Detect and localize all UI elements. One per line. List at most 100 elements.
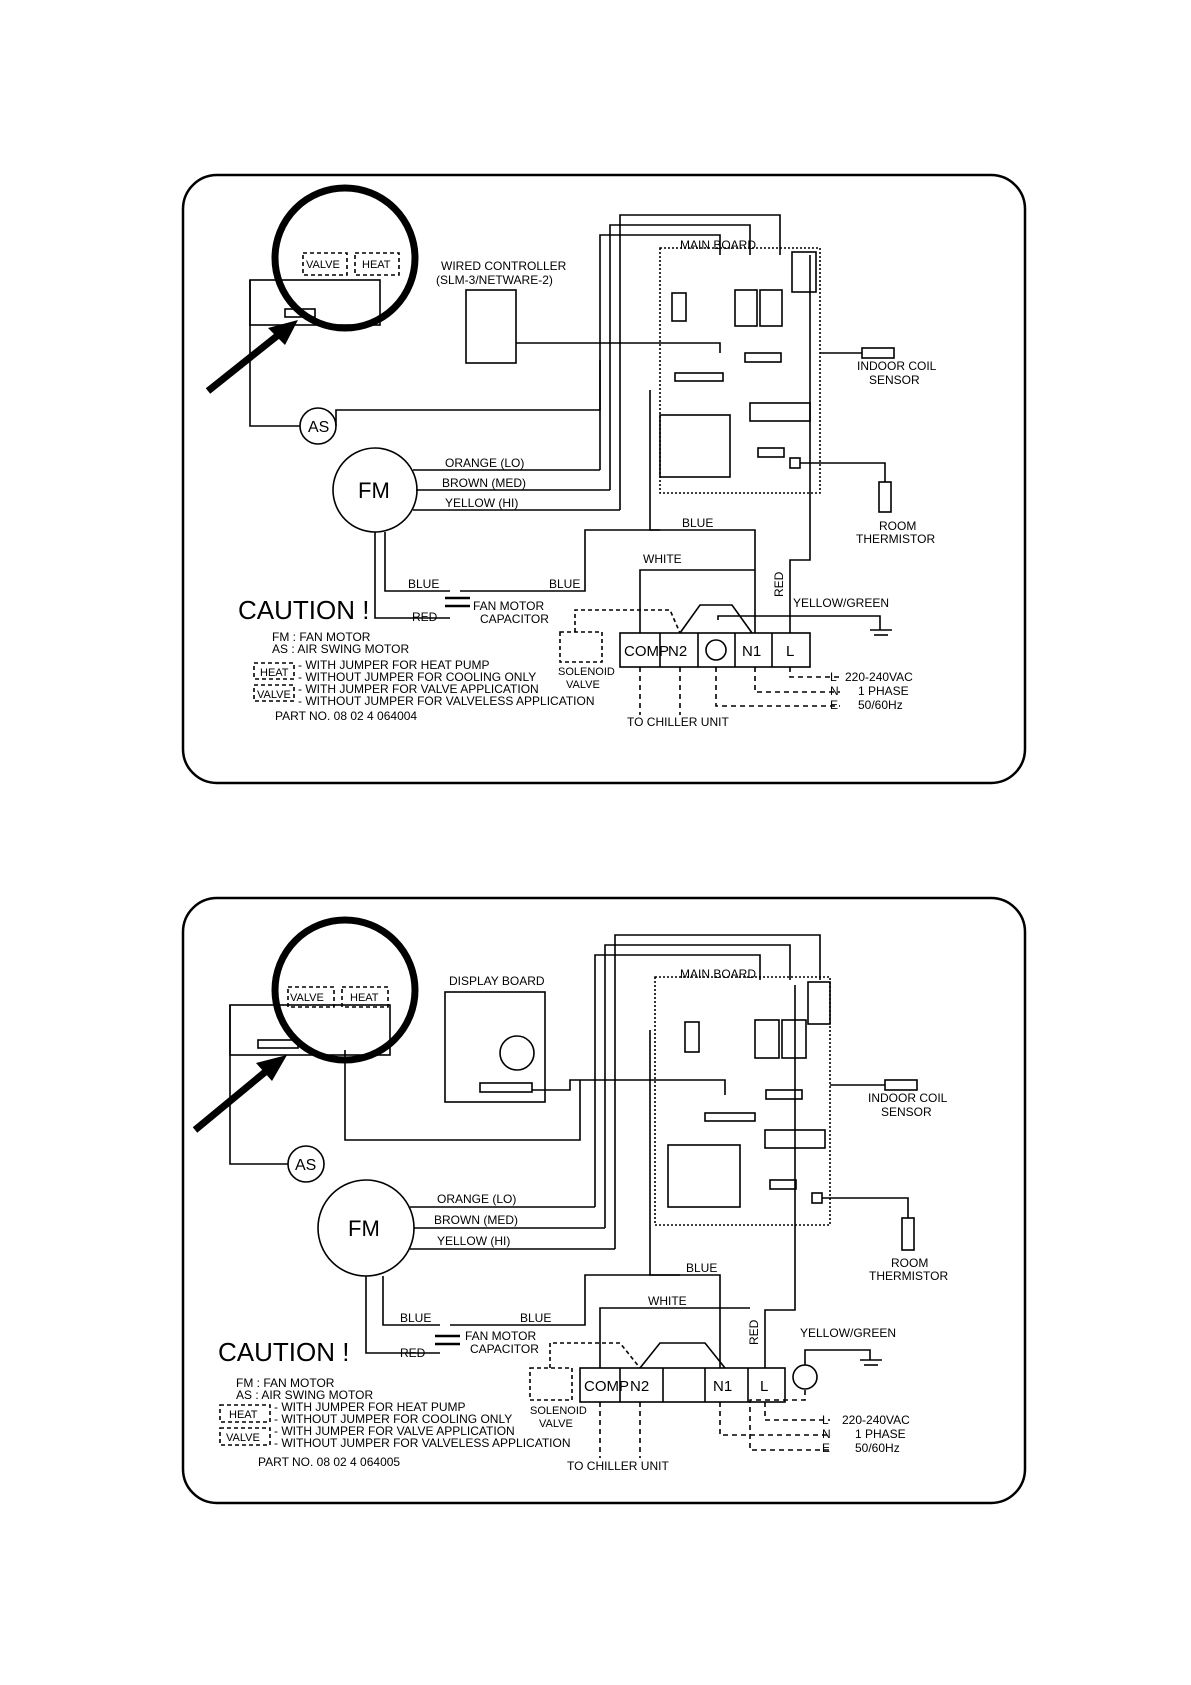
jumper-connector	[284, 308, 316, 318]
indoor-coil-label-1: INDOOR COIL	[857, 359, 937, 373]
supply-freq-label: 50/60Hz	[858, 698, 903, 712]
supply-l-label: L	[830, 670, 837, 684]
legend-valve-box-label: VALVE	[226, 1432, 260, 1444]
as-wire-2	[344, 1050, 581, 1141]
supply-n-lead	[719, 1402, 830, 1436]
wire-red-cap	[374, 532, 450, 619]
terminal-comp: COMP	[624, 643, 669, 660]
blue-label-1: BLUE	[400, 1311, 431, 1325]
pointer-arrow-head	[256, 1055, 287, 1081]
indoor-coil-label-1: INDOOR COIL	[868, 1091, 948, 1105]
relay-1	[754, 1019, 780, 1059]
relay-1	[734, 289, 758, 327]
yellow-label: YELLOW (HI)	[445, 496, 518, 510]
supply-e-label: E	[822, 1441, 830, 1455]
heat-jumper-label: HEAT	[362, 259, 391, 271]
diagram-1-frame	[181, 173, 1027, 785]
diagram-2	[181, 896, 1027, 1505]
wire-orange-route	[599, 234, 721, 470]
legend-valve-2: - WITHOUT JUMPER FOR VALVELESS APPLICATI…	[274, 1436, 571, 1450]
supply-freq-label: 50/60Hz	[855, 1441, 900, 1455]
valve-jumper-label: VALVE	[290, 992, 324, 1004]
earth-symbol	[792, 1364, 818, 1390]
caution-label: CAUTION !	[238, 595, 369, 625]
earth-symbol	[705, 639, 727, 661]
wired-controller-label: WIRED CONTROLLER	[441, 259, 567, 273]
supply-phase-label: 1 PHASE	[855, 1427, 906, 1441]
heat-jumper-label: HEAT	[350, 992, 379, 1004]
wire-blue-n1	[649, 390, 756, 633]
cn-connector-2	[765, 1089, 803, 1100]
supply-n-lead	[754, 667, 840, 693]
n2-n1-bridge	[639, 1342, 726, 1369]
solenoid-label-2: VALVE	[566, 679, 600, 691]
terminal-comp: COMP	[584, 1378, 629, 1395]
controller-cable	[516, 342, 721, 353]
valve-jumper-box	[287, 986, 335, 1008]
wire-blue-cap	[384, 532, 450, 592]
blue-label-2: BLUE	[520, 1311, 551, 1325]
white-label: WHITE	[648, 1294, 687, 1308]
part-number: PART NO. 08 02 4 064005	[258, 1455, 400, 1469]
wire-yellow-green	[804, 1349, 871, 1365]
orange-label: ORANGE (LO)	[445, 456, 524, 470]
room-thermistor-lead	[822, 1197, 909, 1218]
legend-heat-1: - WITH JUMPER FOR HEAT PUMP	[274, 1400, 466, 1414]
room-thermistor	[901, 1217, 915, 1251]
legend-valve-2: - WITHOUT JUMPER FOR VALVELESS APPLICATI…	[298, 694, 595, 708]
terminal-n2: N2	[630, 1378, 649, 1395]
terminal-block	[579, 1367, 786, 1403]
fm-label: FM	[348, 1216, 380, 1241]
solenoid-valve	[529, 1367, 573, 1401]
legend-valve-box	[219, 1427, 271, 1446]
solenoid-label-1: SOLENOID	[530, 1405, 587, 1417]
terminal-l: L	[760, 1378, 768, 1395]
main-board-label: MAIN BOARD	[680, 238, 756, 252]
room-connector	[789, 457, 801, 469]
main-board	[659, 247, 821, 494]
wire-red	[764, 985, 796, 1368]
legend-heat-2: - WITHOUT JUMPER FOR COOLING ONLY	[298, 670, 536, 684]
legend-valve-1: - WITH JUMPER FOR VALVE APPLICATION	[274, 1424, 515, 1438]
legend-heat-1: - WITH JUMPER FOR HEAT PUMP	[298, 658, 490, 672]
wired-controller-model: (SLM-3/NETWARE-2)	[436, 273, 553, 287]
cn-connector-2	[744, 352, 782, 363]
terminal-n1: N1	[742, 643, 761, 660]
legend-heat-2: - WITHOUT JUMPER FOR COOLING ONLY	[274, 1412, 512, 1426]
display-cable	[532, 1079, 726, 1095]
capacitor-label-2: CAPACITOR	[470, 1342, 539, 1356]
legend-as: AS : AIR SWING MOTOR	[272, 642, 409, 656]
caution-label: CAUTION !	[218, 1337, 349, 1367]
legend-fm: FM : FAN MOTOR	[272, 630, 371, 644]
display-board-label: DISPLAY BOARD	[449, 974, 545, 988]
yellow-green-label: YELLOW/GREEN	[800, 1326, 896, 1340]
as-label: AS	[295, 1157, 316, 1174]
orange-label: ORANGE (LO)	[437, 1192, 516, 1206]
solenoid-valve	[559, 631, 603, 663]
capacitor-label-2: CAPACITOR	[480, 612, 549, 626]
terminal-n1: N1	[713, 1378, 732, 1395]
terminal-l: L	[786, 643, 794, 660]
diagram-2-labels: VALVE HEAT DISPLAY BOARD MAIN BOARD INDO…	[218, 967, 948, 1473]
supply-l-lead	[789, 667, 840, 678]
solenoid-label-2: VALVE	[539, 1418, 573, 1430]
room-thermistor-label-2: THERMISTOR	[856, 532, 935, 546]
yellow-green-label: YELLOW/GREEN	[793, 596, 889, 610]
wire-blue-main	[450, 1274, 680, 1326]
solenoid-label-1: SOLENOID	[558, 666, 615, 678]
jumper-highlight-circle	[271, 184, 419, 332]
supply-n-label: N	[822, 1427, 831, 1441]
jumper-connector	[257, 1039, 299, 1049]
red-cap-label: RED	[400, 1346, 426, 1360]
supply-e-lead	[715, 667, 840, 707]
brown-label: BROWN (MED)	[434, 1213, 518, 1227]
blue-label-2: BLUE	[549, 577, 580, 591]
fm-label: FM	[358, 478, 390, 503]
white-label: WHITE	[643, 552, 682, 566]
room-thermistor-label-2: THERMISTOR	[869, 1269, 948, 1283]
supply-e-label: E	[830, 698, 838, 712]
as-label: AS	[308, 419, 329, 436]
room-thermistor-lead	[800, 462, 886, 482]
indoor-coil-sensor	[884, 1079, 918, 1091]
red-label: RED	[772, 571, 786, 597]
